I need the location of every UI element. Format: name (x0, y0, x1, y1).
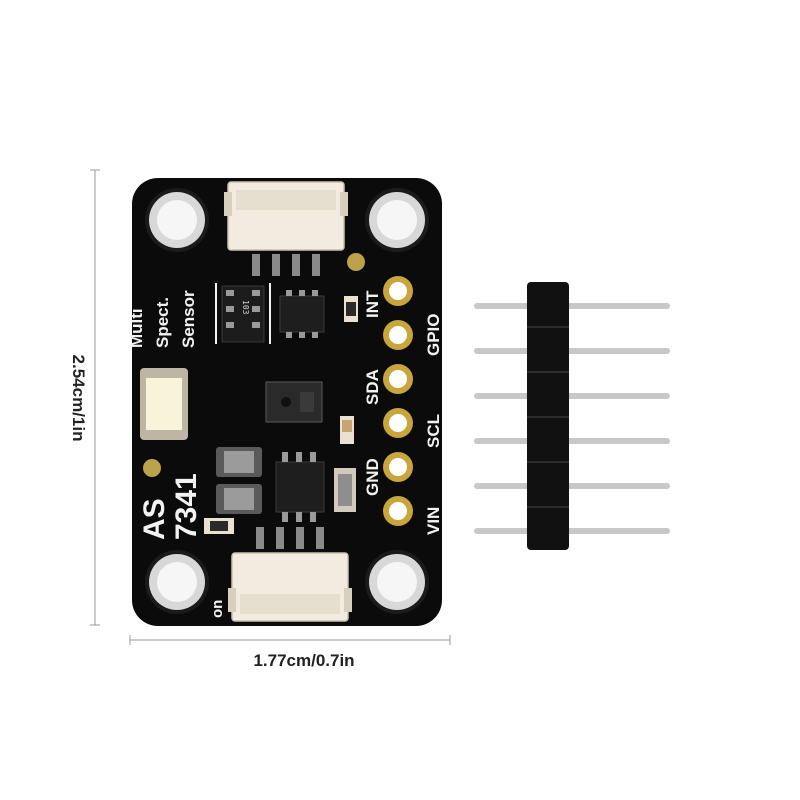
mounting-hole-top-right (365, 188, 429, 252)
model-line-2: 7341 (170, 473, 203, 540)
header-pin (474, 438, 670, 444)
board-title-line-3: Sensor (179, 290, 198, 348)
regulator-chip (279, 290, 325, 338)
board-title-line-2: Spect. (153, 297, 172, 348)
test-pad (347, 253, 365, 271)
pin-header (474, 282, 670, 550)
pin-label-sda: SDA (363, 369, 382, 405)
sensor-board: 103 (127, 178, 443, 626)
height-dimension: 2.54cm/1in (69, 169, 100, 626)
header-pin (474, 528, 670, 534)
mounting-hole-bottom-left (145, 550, 209, 614)
pin-label-vin: VIN (424, 507, 443, 535)
height-label: 2.54cm/1in (69, 355, 88, 442)
pin-label-gnd: GND (363, 458, 382, 496)
spectral-sensor-chip (265, 381, 323, 423)
stemma-connector-bottom (228, 527, 352, 622)
white-led (140, 368, 188, 477)
mounting-hole-bottom-right (365, 550, 429, 614)
resistor-code: 103 (241, 300, 250, 315)
pin-label-int: INT (363, 290, 382, 318)
stemma-connector-top (224, 181, 348, 276)
model-line-1: AS (138, 498, 171, 540)
resistor-array: 103 (215, 283, 271, 344)
level-shifter-chip (275, 452, 325, 522)
width-label: 1.77cm/0.7in (253, 651, 354, 670)
width-dimension: 1.77cm/0.7in (129, 635, 451, 670)
header-pin (474, 303, 670, 309)
resistor-chip-body (346, 302, 356, 316)
capacitor-pair (216, 447, 262, 514)
header-pin (474, 483, 670, 489)
board-title-line-1: Multi (127, 308, 146, 348)
pin-label-gpio: GPIO (424, 313, 443, 356)
on-label: on (209, 600, 226, 618)
header-pin (474, 393, 670, 399)
mounting-hole-top-left (145, 188, 209, 252)
header-pin (474, 348, 670, 354)
pin-pads (383, 276, 413, 526)
pin-label-scl: SCL (424, 414, 443, 448)
led-test-pad (143, 459, 161, 477)
